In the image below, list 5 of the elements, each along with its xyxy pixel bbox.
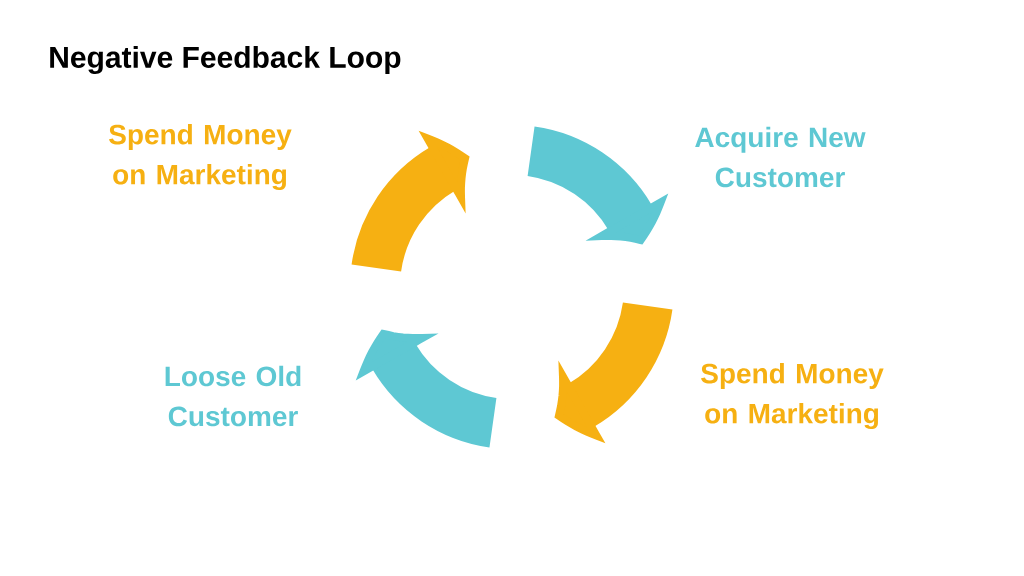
step-label: Spend Money on Marketing: [701, 362, 884, 430]
step-label: Spend Money on Marketing: [109, 123, 292, 191]
step-label: Acquire New Customer: [695, 126, 866, 188]
step-label: Loose Old Customer: [165, 365, 301, 427]
title: Negative Feedback Loop: [50, 45, 401, 75]
